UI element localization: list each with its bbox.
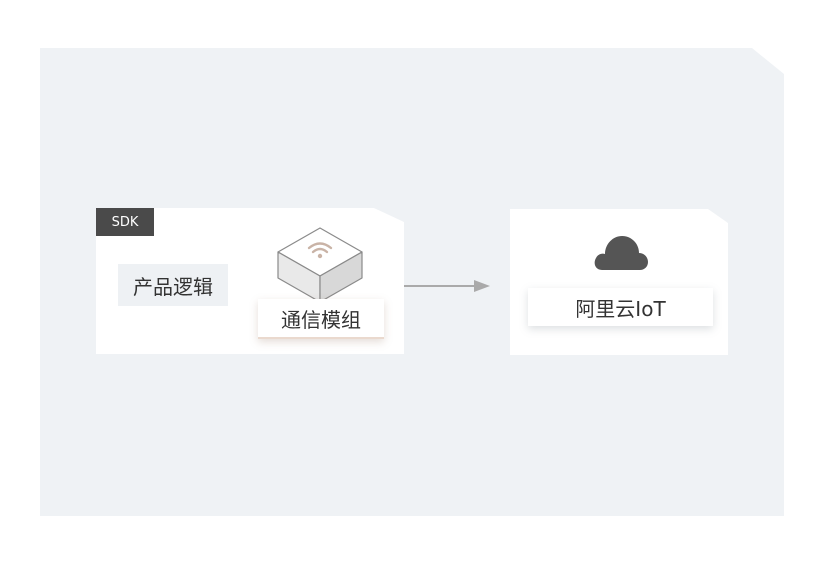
arrow-right-icon	[404, 280, 490, 292]
aliyun-iot-label: 阿里云IoT	[528, 288, 713, 326]
product-logic-box: 产品逻辑	[118, 264, 228, 306]
wifi-module-icon	[277, 227, 363, 303]
cloud-card	[510, 209, 728, 355]
cloud-icon	[594, 236, 648, 270]
communication-module-label: 通信模组	[258, 299, 384, 339]
sdk-tag: SDK	[96, 208, 154, 236]
